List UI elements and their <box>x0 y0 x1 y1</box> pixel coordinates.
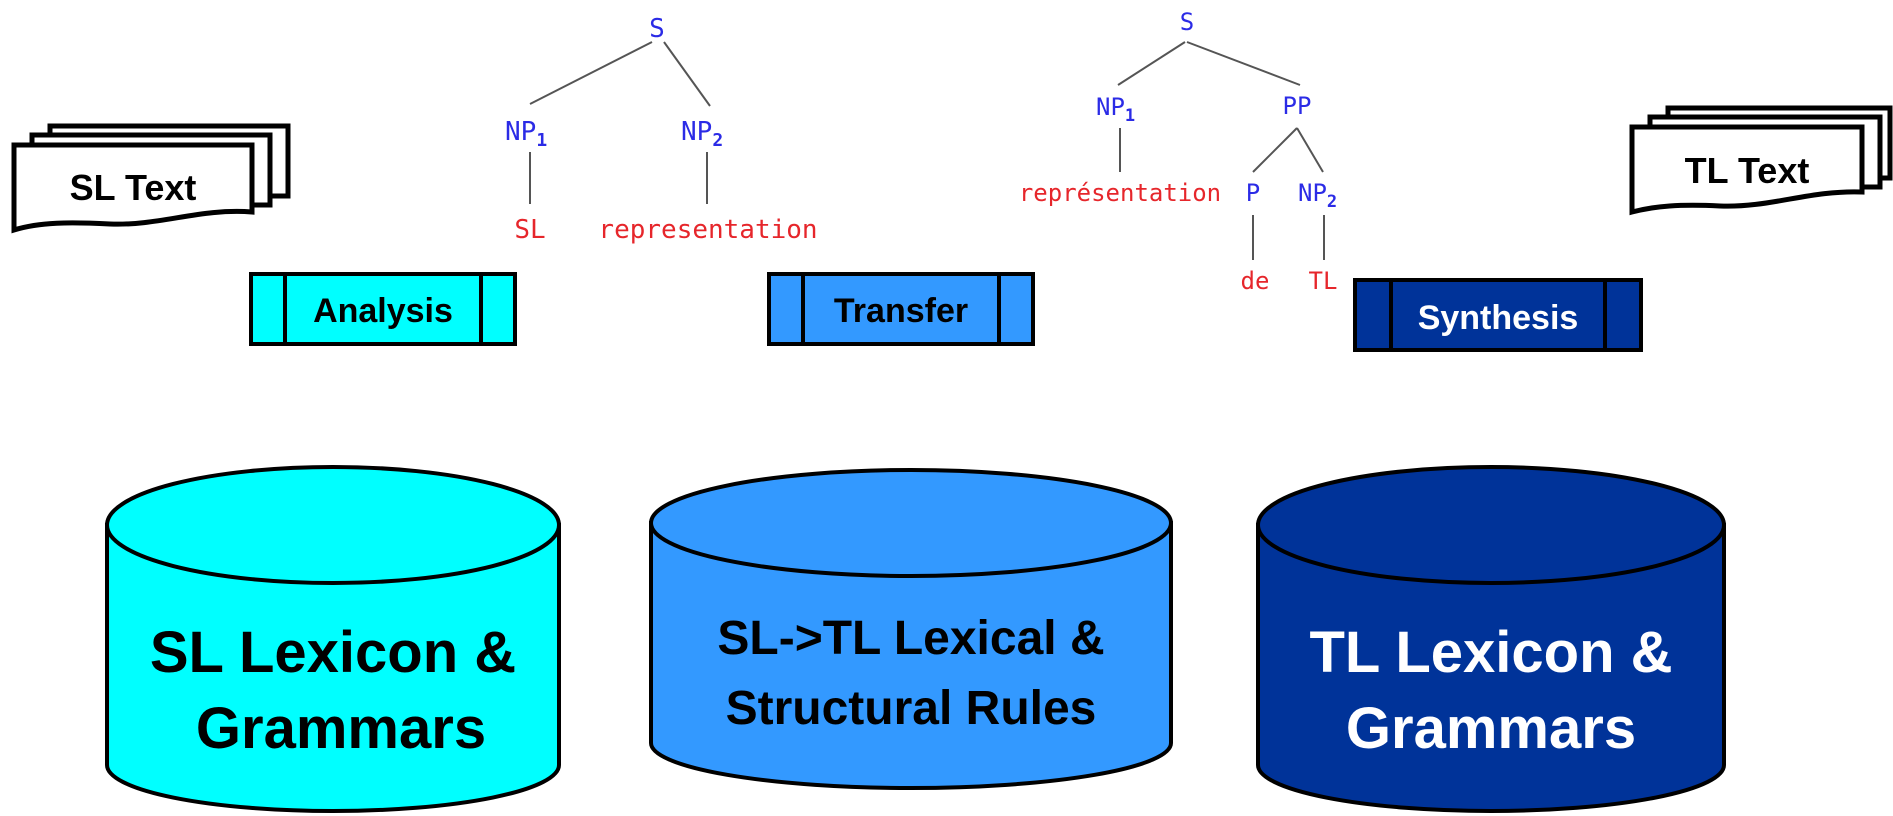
target-node-pp: PP <box>1283 92 1312 120</box>
synthesis-process: Synthesis <box>1353 278 1643 352</box>
transfer-rules-database: SL->TL Lexical & Structural Rules <box>649 468 1173 790</box>
target-np2-text: NP <box>1298 179 1327 207</box>
target-np1-sub: 1 <box>1125 106 1135 126</box>
source-node-np1: NP1 <box>505 117 547 151</box>
target-node-np2: NP2 <box>1298 179 1337 212</box>
source-node-s: S <box>649 14 665 44</box>
source-parse-tree: S NP1 NP2 SL representation <box>505 14 818 245</box>
transfer-rules-line2: Structural Rules <box>726 682 1097 735</box>
target-leaf-de: de <box>1241 267 1270 295</box>
source-leaf-sl: SL <box>514 215 545 245</box>
tl-text-label: TL Text <box>1685 150 1810 191</box>
sl-lexicon-line1: SL Lexicon & <box>150 620 516 685</box>
target-tree-edges <box>1117 41 1325 260</box>
source-np1-sub: 1 <box>536 130 547 151</box>
synthesis-label: Synthesis <box>1418 299 1579 337</box>
transfer-rules-line1: SL->TL Lexical & <box>717 612 1104 665</box>
analysis-label: Analysis <box>313 292 453 330</box>
tl-lexicon-line1: TL Lexicon & <box>1309 620 1672 685</box>
source-np2-sub: 2 <box>712 130 723 151</box>
tl-lexicon-database: TL Lexicon & Grammars <box>1256 465 1726 813</box>
source-np1-text: NP <box>505 117 536 147</box>
tl-text-document: TL Text <box>1629 105 1893 216</box>
transfer-process: Transfer <box>767 272 1035 346</box>
analysis-process: Analysis <box>249 272 517 346</box>
source-node-np2: NP2 <box>681 117 723 151</box>
sl-lexicon-database: SL Lexicon & Grammars <box>105 465 561 813</box>
sl-text-label: SL Text <box>70 167 197 208</box>
sl-text-document: SL Text <box>11 123 291 234</box>
target-parse-tree: S NP1 PP représentation P NP2 de TL <box>1019 8 1338 295</box>
source-leaf-representation: representation <box>598 215 817 245</box>
target-node-s: S <box>1180 8 1194 36</box>
target-node-p: P <box>1246 179 1260 207</box>
target-node-np1: NP1 <box>1096 93 1135 126</box>
target-np2-sub: 2 <box>1327 192 1337 212</box>
transfer-label: Transfer <box>834 292 968 330</box>
target-np1-text: NP <box>1096 93 1125 121</box>
sl-lexicon-line2: Grammars <box>196 696 486 761</box>
target-leaf-tl: TL <box>1309 267 1338 295</box>
source-tree-edges <box>529 41 711 204</box>
target-leaf-representation: représentation <box>1019 179 1221 207</box>
tl-lexicon-line2: Grammars <box>1346 696 1636 761</box>
source-np2-text: NP <box>681 117 712 147</box>
